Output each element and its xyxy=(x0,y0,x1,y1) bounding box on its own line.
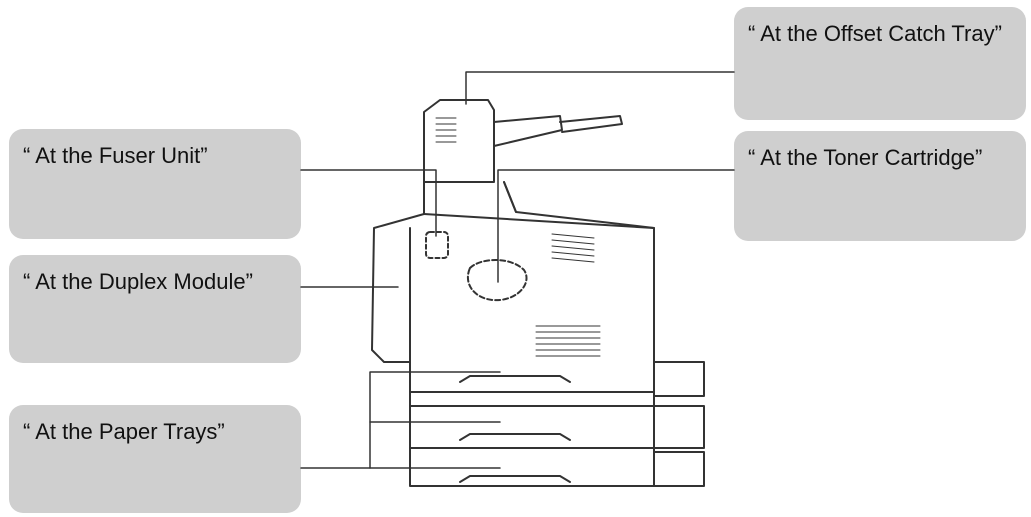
offset-catch-tray xyxy=(423,99,623,213)
fuser-unit-outline xyxy=(425,231,449,259)
leader-lines xyxy=(300,71,735,469)
callout-offset-catch-tray: “ At the Offset Catch Tray” xyxy=(734,7,1026,120)
callout-paper-trays: “ At the Paper Trays” xyxy=(9,405,301,513)
printer-body xyxy=(371,181,655,393)
paper-trays xyxy=(409,361,705,487)
callout-toner-cartridge: “ At the Toner Cartridge” xyxy=(734,131,1026,241)
toner-cartridge-outline xyxy=(467,259,528,302)
callout-duplex-module: “ At the Duplex Module” xyxy=(9,255,301,363)
callout-fuser-unit: “ At the Fuser Unit” xyxy=(9,129,301,239)
